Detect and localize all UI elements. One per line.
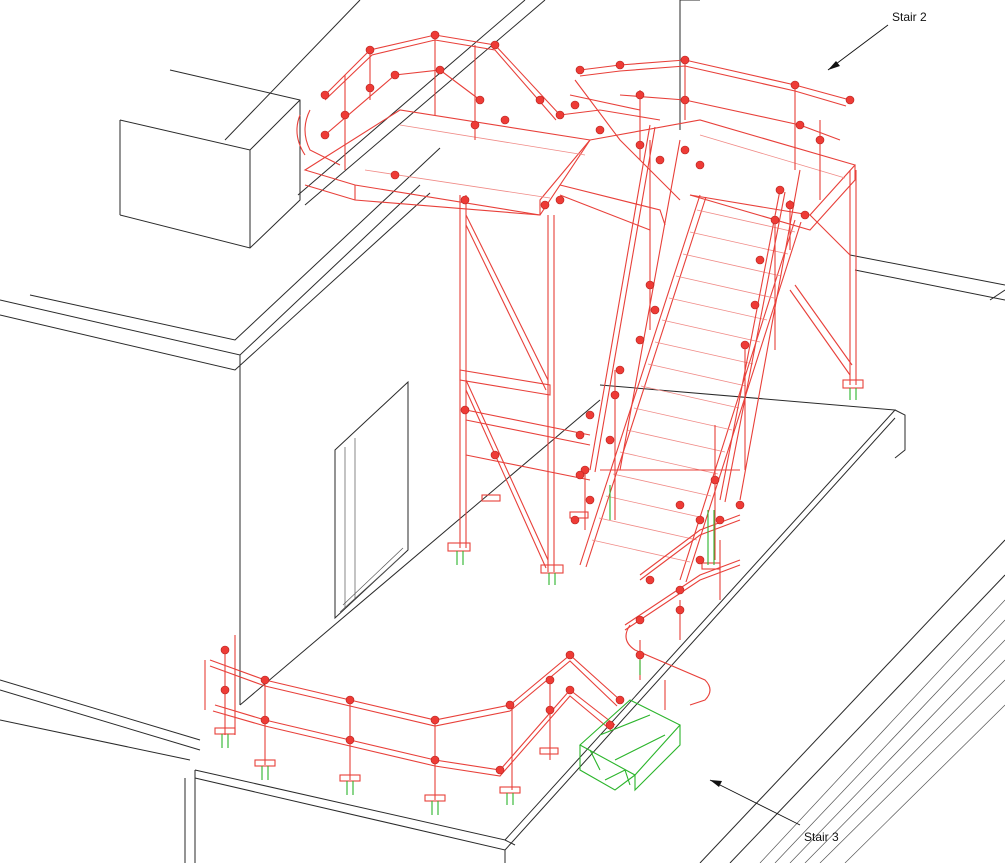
joint-fitting (430, 30, 440, 40)
joint-fitting (565, 650, 575, 660)
joint-fitting (845, 95, 855, 105)
joint-fitting (595, 125, 605, 135)
joint-fitting (675, 605, 685, 615)
green-feet (221, 388, 857, 815)
upper-platform (303, 109, 857, 572)
joint-fitting (605, 720, 615, 730)
joint-fitting (460, 195, 470, 205)
joint-fitting (740, 340, 750, 350)
joint-fitting (430, 715, 440, 725)
joint-fitting (345, 695, 355, 705)
joint-fitting (775, 185, 785, 195)
joint-fitting (635, 140, 645, 150)
joint-fitting (545, 675, 555, 685)
joint-fitting (695, 160, 705, 170)
joint-fitting (570, 515, 580, 525)
joint-fitting (680, 145, 690, 155)
joint-fitting (695, 515, 705, 525)
joint-fitting (575, 65, 585, 75)
joint-fitting (610, 390, 620, 400)
joint-fitting (735, 500, 745, 510)
joint-fitting (390, 170, 400, 180)
joint-fitting (575, 430, 585, 440)
joint-fitting (565, 685, 575, 695)
joint-fitting (680, 95, 690, 105)
joint-fitting (605, 435, 615, 445)
joint-fitting (435, 65, 445, 75)
joint-fitting (635, 90, 645, 100)
joint-fitting (800, 210, 810, 220)
joint-fitting (770, 215, 780, 225)
joint-fitting (340, 110, 350, 120)
joint-fitting (750, 300, 760, 310)
joint-fitting (785, 200, 795, 210)
joint-fitting (645, 280, 655, 290)
joint-fitting (430, 755, 440, 765)
joint-fitting (555, 110, 565, 120)
joint-fitting (490, 40, 500, 50)
joint-fitting (710, 475, 720, 485)
joint-fitting (540, 200, 550, 210)
joint-fitting (585, 410, 595, 420)
joint-fitting (680, 55, 690, 65)
base-plates (214, 379, 864, 802)
stair-2-flight (559, 124, 802, 583)
joint-fitting (535, 95, 545, 105)
joint-fittings (220, 30, 855, 775)
joint-fitting (320, 90, 330, 100)
joint-fitting (475, 95, 485, 105)
stair-3-step-unit (579, 699, 681, 792)
joint-fitting (615, 695, 625, 705)
joint-fitting (755, 255, 765, 265)
joint-fitting (585, 495, 595, 505)
joint-fitting (495, 765, 505, 775)
joint-fitting (795, 120, 805, 130)
joint-fitting (715, 515, 725, 525)
joint-fitting (635, 615, 645, 625)
joint-fitting (635, 335, 645, 345)
joint-fitting (260, 675, 270, 685)
joint-fitting (555, 195, 565, 205)
joint-fitting (500, 115, 510, 125)
joint-fitting (675, 585, 685, 595)
joint-fitting (570, 100, 580, 110)
joint-fitting (505, 700, 515, 710)
joint-fitting (815, 135, 825, 145)
stair-2-callout: Stair 2 (827, 10, 927, 71)
joint-fitting (575, 470, 585, 480)
joint-fitting (260, 715, 270, 725)
joint-fitting (675, 500, 685, 510)
joint-fitting (695, 555, 705, 565)
joint-fitting (470, 120, 480, 130)
joint-fitting (320, 130, 330, 140)
arrowhead-icon (828, 61, 840, 70)
stair-3-label: Stair 3 (804, 830, 839, 844)
joint-fitting (365, 45, 375, 55)
lower-guardrail (204, 469, 741, 800)
joint-fitting (635, 650, 645, 660)
joint-fitting (615, 365, 625, 375)
joint-fitting (490, 450, 500, 460)
joint-fitting (790, 80, 800, 90)
joint-fitting (220, 685, 230, 695)
joint-fitting (345, 735, 355, 745)
joint-fitting (460, 405, 470, 415)
stair-2-label: Stair 2 (892, 10, 927, 24)
joint-fitting (390, 70, 400, 80)
joint-fitting (615, 60, 625, 70)
joint-fitting (655, 155, 665, 165)
joint-fitting (650, 305, 660, 315)
joint-fitting (645, 575, 655, 585)
joint-fitting (220, 645, 230, 655)
arrowhead-icon (710, 780, 722, 787)
upper-guardrail (296, 34, 851, 201)
joint-fitting (365, 83, 375, 93)
joint-fitting (545, 705, 555, 715)
stair-3-callout: Stair 3 (709, 779, 839, 844)
